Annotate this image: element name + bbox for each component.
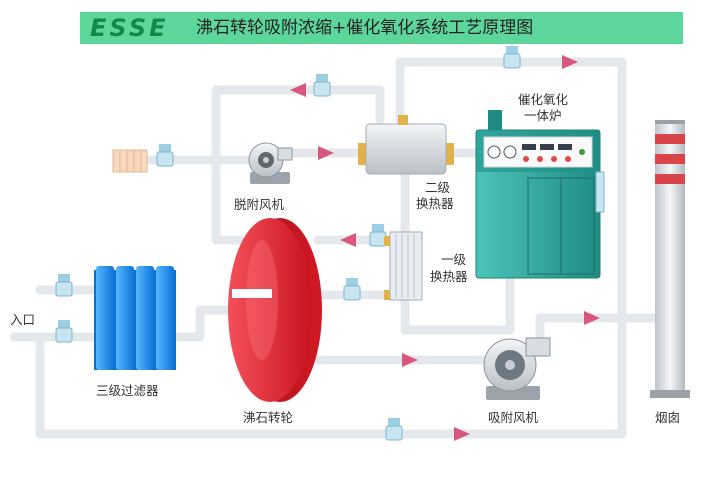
valve-desorption-inlet [156,144,174,167]
label-zeolite-rotor: 沸石转轮 [243,410,294,425]
bypass-pipe-bottom [35,315,627,439]
adsorption-fan-outlet [535,313,627,350]
arrow-top-left [290,83,306,97]
label-catalytic-oxidizer-line1: 催化氧化 [518,92,569,107]
label-catalytic-oxidizer-line2: 一体炉 [524,108,562,123]
title-banner [80,12,683,44]
arrow-hx1-return [340,233,356,247]
top-pipe-to-chimney [395,57,665,323]
adsorption-fan [483,337,551,400]
chimney [650,120,690,398]
valve-inlet-lower [55,320,73,343]
desorption-inlet-filter [112,149,148,173]
three-stage-filter [94,266,176,370]
label-desorption-fan: 脱附风机 [234,197,285,212]
valve-top-right [503,46,521,69]
diagram-title: 沸石转轮吸附浓缩+催化氧化系统工艺原理图 [196,18,534,38]
arrow-desorption [318,146,334,160]
top-return-left [211,85,245,245]
valves [55,46,521,441]
valve-bottom [385,418,403,441]
label-primary-hx-line1: 一级 [441,252,467,267]
valve-inlet-upper [55,274,73,297]
flow-arrows [290,55,600,441]
valve-top [313,74,331,97]
arrow-bottom [454,427,470,441]
label-adsorption-fan: 吸附风机 [488,410,539,425]
secondary-heat-exchanger [358,115,454,175]
arrow-top-right [562,55,578,69]
valve-hx1-lower [343,278,361,301]
label-chimney: 烟囱 [655,410,681,425]
zeolite-rotor [228,218,322,402]
arrow-to-chimney [584,311,600,325]
brand-logo: ESSE [90,14,169,42]
valve-hx1-upper [369,224,387,247]
label-secondary-hx-line2: 换热器 [416,196,454,211]
arrow-rotor-outlet [402,353,418,367]
desorption-fan [248,142,293,184]
catalytic-oxidizer-furnace [475,110,605,279]
label-filter: 三级过滤器 [96,383,159,398]
label-primary-hx-line2: 换热器 [430,269,468,284]
label-inlet: 入口 [10,312,36,327]
top-return-pipe [211,85,385,125]
label-secondary-hx-line1: 二级 [425,180,451,195]
primary-heat-exchanger [384,231,423,301]
